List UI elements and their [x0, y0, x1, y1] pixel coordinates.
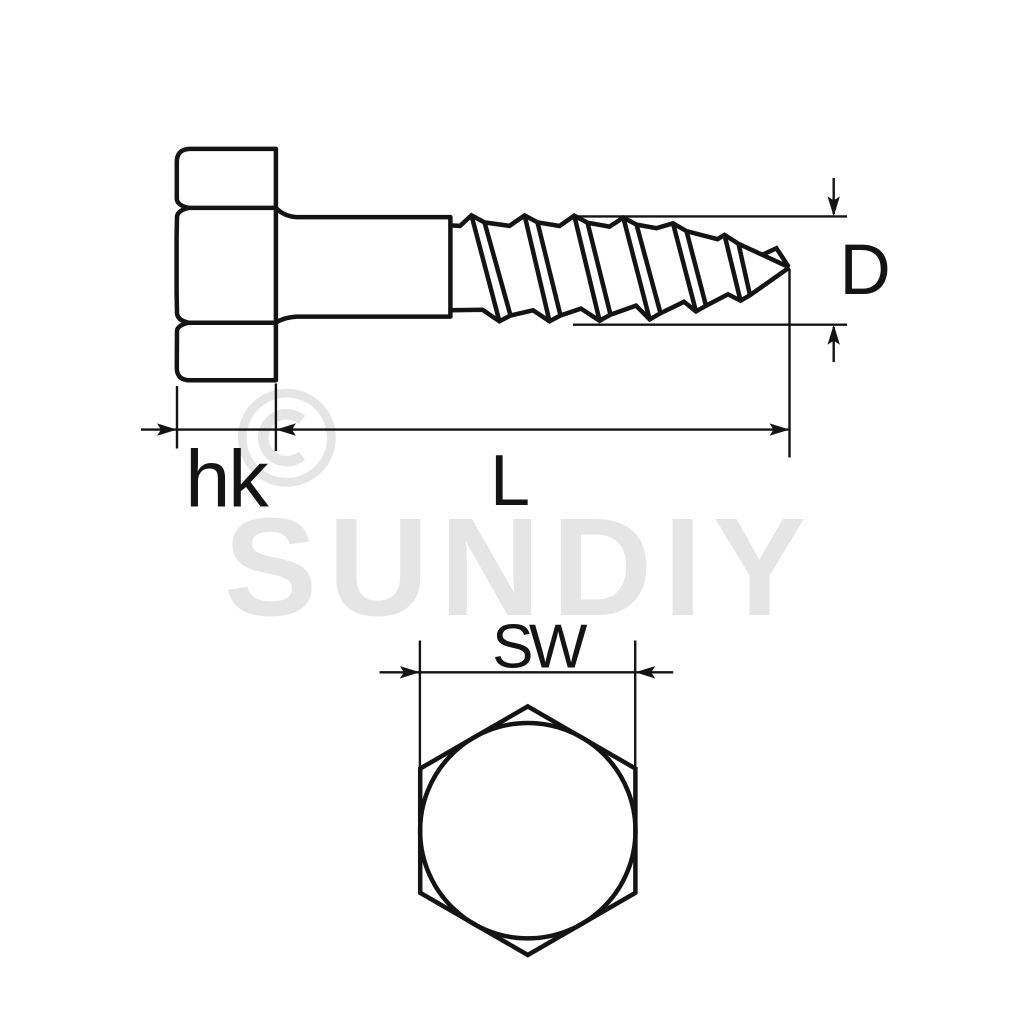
arrowhead-D-top	[827, 196, 840, 217]
thread-bottom-profile	[450, 265, 791, 324]
arrowhead-D-bottom	[827, 324, 840, 345]
watermark-layer: SUNDIY	[224, 388, 817, 645]
arrowhead-L-right	[769, 423, 790, 436]
watermark-brand-text: SUNDIY	[224, 489, 817, 645]
inscribed-circle	[417, 720, 638, 941]
dimension-labels: hk L D	[185, 231, 891, 525]
label-head-height: hk	[185, 435, 269, 525]
hex-head-top-view: SW	[379, 613, 674, 958]
screw-side-view	[174, 146, 791, 383]
thread-tip-crest	[761, 245, 791, 268]
thread-top-profile	[450, 212, 791, 270]
label-width-across-flats: SW	[492, 613, 588, 682]
screw-shank-top-edge	[273, 205, 453, 220]
thread-helix-lines	[469, 214, 753, 322]
screw-shank-bottom-edge	[273, 314, 453, 325]
hexagon-outline	[417, 703, 638, 958]
arrowhead-hk-right	[275, 423, 296, 436]
dimension-annotations	[141, 178, 847, 458]
label-length: L	[490, 441, 530, 521]
arrowhead-SW-right	[635, 666, 656, 679]
label-diameter: D	[840, 231, 891, 310]
copyright-circle-icon	[237, 388, 336, 487]
screw-head-outline	[174, 146, 279, 383]
copyright-c-icon	[258, 408, 306, 467]
arrowhead-SW-left	[399, 666, 420, 679]
arrowhead-hk-left	[157, 423, 177, 436]
